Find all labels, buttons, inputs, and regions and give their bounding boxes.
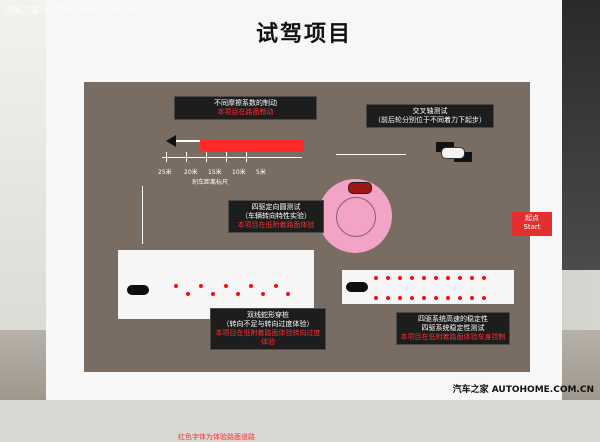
circle-test-label: 四驱定向圆测试 （车辆转向特性实验） 本项目在低附着路面体验 <box>228 200 324 233</box>
slalom-cone <box>274 284 278 288</box>
course-board: 试驾项目 不同摩擦系数的制动 本项目在路面制动 交叉轴测试 （前后轮分别位于不同… <box>46 0 562 441</box>
circle-line1: 四驱定向圆测试 <box>251 203 301 211</box>
distance-scale-line <box>162 157 302 158</box>
slalom-line1: 双线蛇形穿桩 <box>247 311 289 319</box>
stability-cone <box>386 296 390 300</box>
legend-note: 红色字体为体验路面道路 <box>178 433 255 441</box>
stability-cone <box>482 296 486 300</box>
cross-axle-subtitle: （前后轮分别位于不同着力下起步） <box>374 116 486 124</box>
flow-arrow-top <box>336 154 406 155</box>
scale-tick <box>186 152 187 162</box>
braking-title: 不同摩擦系数的制动 <box>214 99 277 107</box>
scale-tick <box>246 152 247 162</box>
watermark-bottom-right: 汽车之家 AUTOHOME.COM.CN <box>452 385 594 395</box>
stability-cone <box>386 276 390 280</box>
slalom-label: 双线蛇形穿桩 （转向不足与转向过度体验） 本项目在低附着路面体验转向过度体验 <box>210 308 326 350</box>
stability-cone <box>446 276 450 280</box>
scale-mark-25: 25米 <box>158 169 172 176</box>
start-en: Start <box>523 223 541 231</box>
slalom-line2: （转向不足与转向过度体验） <box>222 320 314 328</box>
slalom-cone <box>211 292 215 296</box>
scale-tick <box>166 152 167 162</box>
stability-cone <box>398 276 402 280</box>
watermark-top-left: 汽车之家 AUTOHOME.COM.CN <box>4 6 136 16</box>
steady-circle-inner <box>336 197 376 237</box>
slalom-zone <box>118 250 314 319</box>
scale-mark-15: 15米 <box>208 169 222 176</box>
stability-line1: 四驱系统高速的稳定性 <box>418 315 488 323</box>
slalom-cone <box>261 292 265 296</box>
stability-cone <box>470 296 474 300</box>
cross-axle-title: 交叉轴测试 <box>412 107 448 115</box>
scale-caption: 刹车距离标尺 <box>192 179 229 186</box>
braking-zone <box>200 140 304 152</box>
start-marker: 起点 Start <box>512 212 552 236</box>
stability-cone <box>398 296 402 300</box>
person-silhouette <box>560 0 600 270</box>
stability-label: 四驱系统高速的稳定性 四驱系统稳定性测试 本项目在低附着路面体验车身控制 <box>396 312 510 345</box>
slalom-cone <box>249 284 253 288</box>
scale-tick <box>226 152 227 162</box>
braking-test-label: 不同摩擦系数的制动 本项目在路面制动 <box>174 96 317 120</box>
slalom-cone <box>174 284 178 288</box>
slalom-cone <box>199 284 203 288</box>
circle-car-icon <box>348 182 372 194</box>
stability-cone <box>410 276 414 280</box>
stability-subtitle: 本项目在低附着路面体验车身控制 <box>400 333 506 341</box>
stability-cone <box>434 296 438 300</box>
stability-cone <box>374 276 378 280</box>
course-map: 不同摩擦系数的制动 本项目在路面制动 交叉轴测试 （前后轮分别位于不同着力下起步… <box>84 82 552 441</box>
slalom-cone <box>186 292 190 296</box>
stability-cone <box>410 296 414 300</box>
slalom-cone <box>286 292 290 296</box>
stability-line2: 四驱系统稳定性测试 <box>421 324 485 332</box>
scale-mark-20: 20米 <box>184 169 198 176</box>
braking-arrowhead-icon <box>166 135 176 147</box>
board-title: 试驾项目 <box>255 22 352 47</box>
stability-cone <box>458 296 462 300</box>
circle-subtitle: 本项目在低附着路面体验 <box>237 221 315 229</box>
stability-cone <box>446 296 450 300</box>
slalom-cone <box>224 284 228 288</box>
braking-subtitle: 本项目在路面制动 <box>217 108 274 116</box>
slalom-cone <box>236 292 240 296</box>
stability-cone <box>458 276 462 280</box>
start-cn: 起点 <box>525 214 539 222</box>
stability-cone <box>422 276 426 280</box>
stability-cone <box>482 276 486 280</box>
scale-mark-5: 5米 <box>256 169 266 176</box>
scale-mark-10: 10米 <box>232 169 246 176</box>
circle-line2: （车辆转向特性实验） <box>241 212 311 220</box>
cross-axle-label: 交叉轴测试 （前后轮分别位于不同着力下起步） <box>366 104 494 128</box>
axle-car-icon <box>441 147 465 159</box>
scale-tick <box>206 152 207 162</box>
slalom-subtitle: 本项目在低附着路面体验转向过度体验 <box>215 329 321 346</box>
slalom-car-icon <box>127 285 149 295</box>
stability-cone <box>422 296 426 300</box>
flow-arrow-left-down <box>142 186 143 244</box>
stability-cone <box>470 276 474 280</box>
stability-car-icon <box>346 282 368 292</box>
stability-cone <box>434 276 438 280</box>
stability-cone <box>374 296 378 300</box>
